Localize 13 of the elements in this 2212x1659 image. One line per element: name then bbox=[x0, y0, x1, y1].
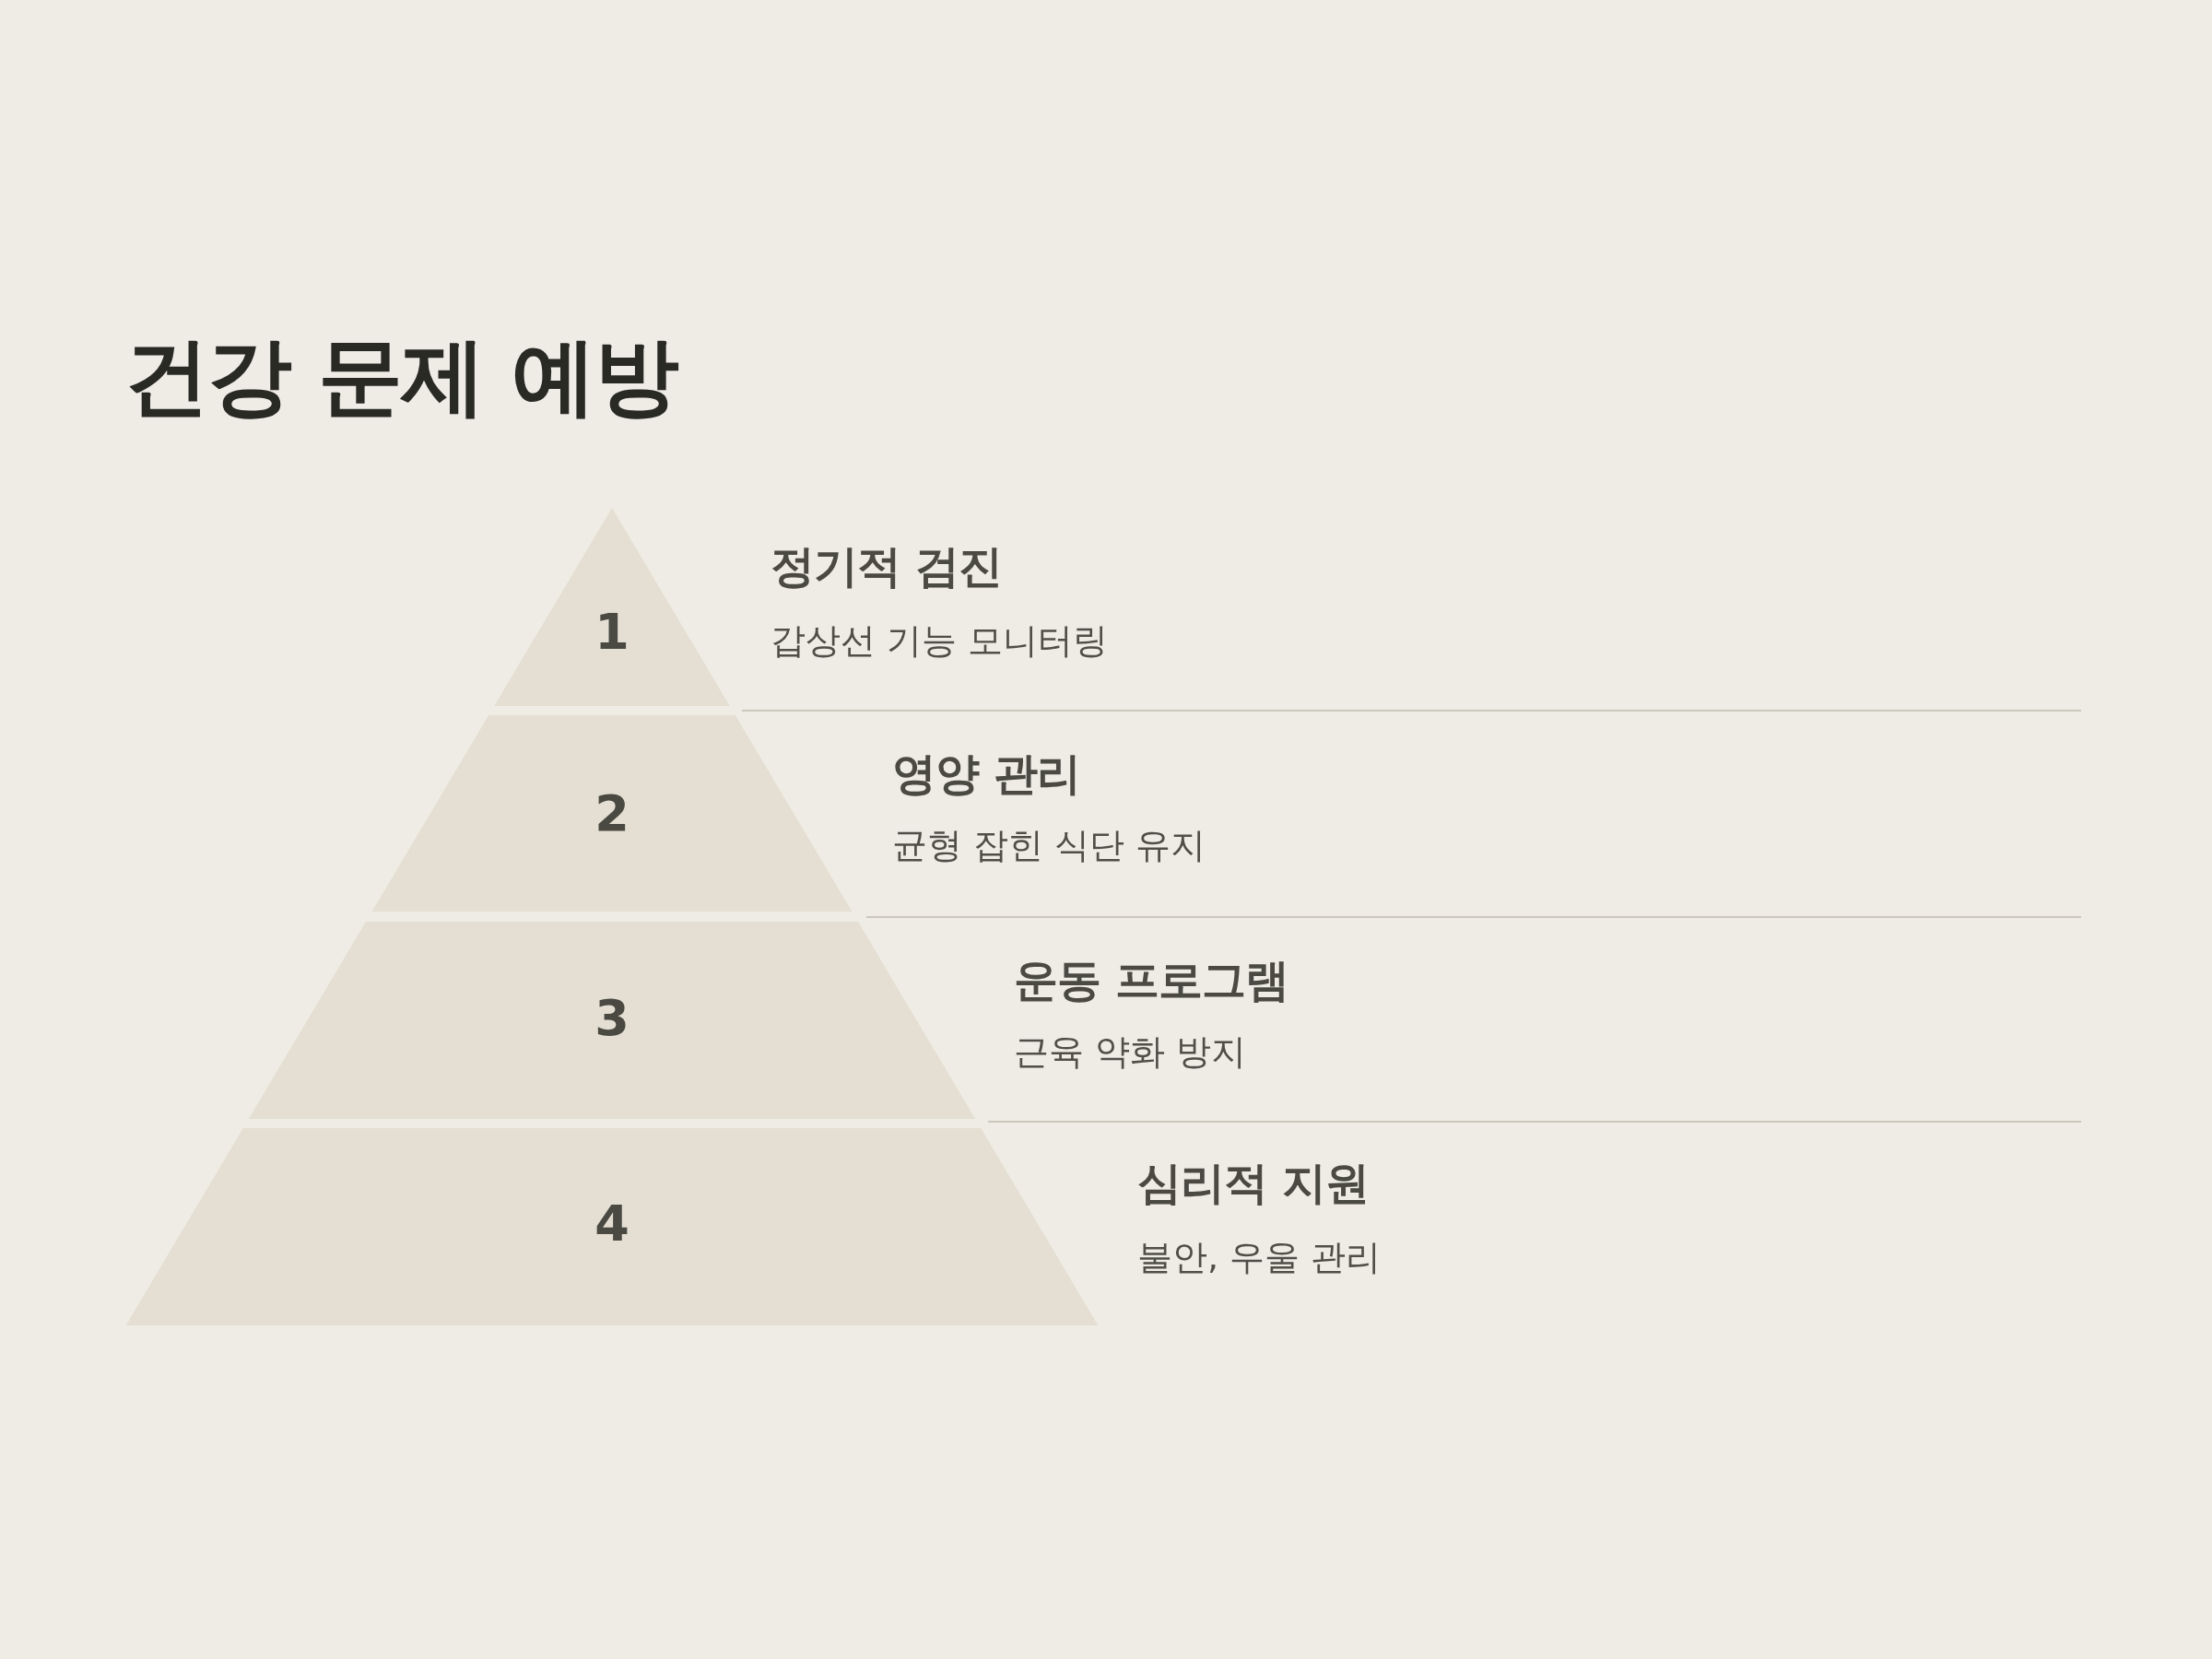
tier-description: 불안, 우울 관리 bbox=[1137, 1237, 1382, 1279]
title: 건강 문제 예방 bbox=[124, 326, 678, 428]
tier-heading: 정기적 검진 bbox=[771, 540, 1002, 594]
tier-description: 갑상선 기능 모니터링 bbox=[771, 620, 1109, 663]
tier-number: 2 bbox=[594, 784, 630, 844]
tier-description: 균형 잡힌 식단 유지 bbox=[892, 825, 1206, 867]
tier-description: 근육 약화 방지 bbox=[1014, 1031, 1247, 1074]
tier-number: 3 bbox=[594, 989, 630, 1049]
tier-number: 1 bbox=[594, 603, 630, 663]
tier-heading: 영양 관리 bbox=[892, 747, 1080, 801]
tier-number: 4 bbox=[594, 1194, 630, 1254]
tier-heading: 운동 프로그램 bbox=[1014, 954, 1288, 1007]
tier-heading: 심리적 지원 bbox=[1137, 1157, 1369, 1210]
